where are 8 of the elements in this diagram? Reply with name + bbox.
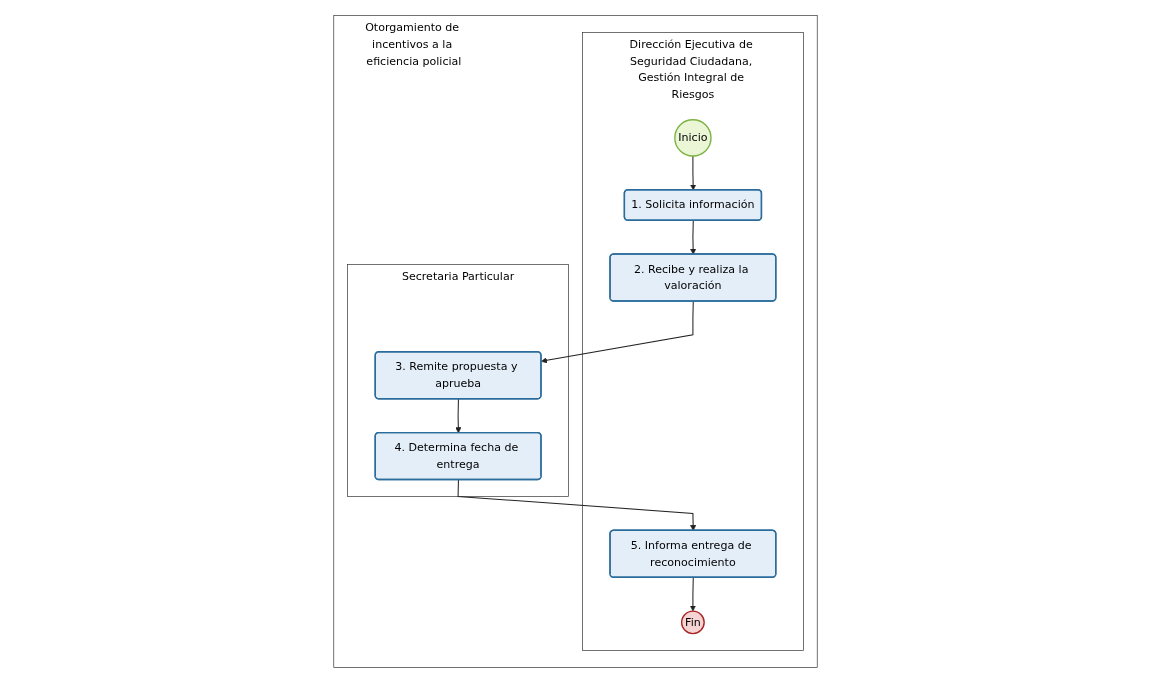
arrow (690, 155, 697, 191)
arrow (689, 577, 696, 612)
arrow (457, 479, 697, 531)
arrow (541, 300, 694, 364)
node-circle: Inicio (674, 119, 712, 157)
arrow (690, 220, 697, 255)
node-circle: Fin (680, 610, 705, 635)
arrow (455, 398, 462, 434)
